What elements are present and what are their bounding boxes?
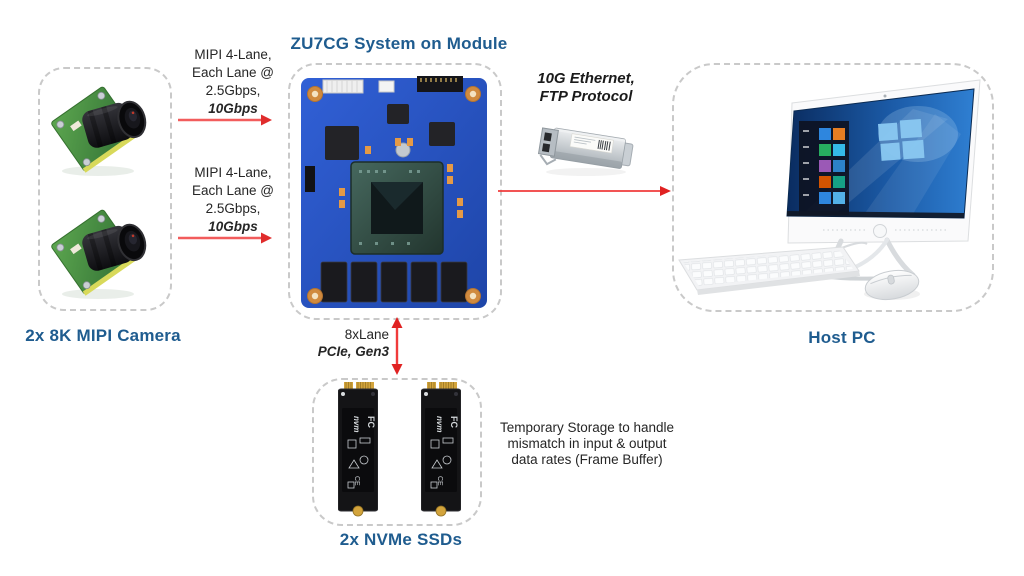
nvme-ssd-image-2 bbox=[421, 382, 461, 517]
note-line3: data rates (Frame Buffer) bbox=[511, 452, 663, 467]
nvme-box bbox=[312, 378, 482, 526]
pcie-double-arrow-icon bbox=[391, 317, 403, 375]
sfp-transceiver-image bbox=[536, 124, 635, 178]
frame-buffer-note: Temporary Storage to handle mismatch in … bbox=[492, 420, 682, 468]
mipi-camera-image-1 bbox=[49, 85, 151, 177]
camera-group-box bbox=[38, 67, 172, 311]
mipi-link-label-bottom: MIPI 4-Lane, Each Lane @ 2.5Gbps, 10Gbps bbox=[178, 164, 288, 236]
mipi-top-line3: 2.5Gbps, bbox=[205, 83, 261, 98]
som-node-title: ZU7CG System on Module bbox=[290, 34, 508, 53]
ethernet-line2: FTP Protocol bbox=[539, 88, 633, 105]
camera-node-label: 2x 8K MIPI Camera bbox=[25, 326, 181, 345]
pcie-link-label: 8xLane PCIe, Gen3 bbox=[299, 327, 389, 360]
ethernet-line1: 10G Ethernet, bbox=[537, 70, 635, 87]
host-node-label: Host PC bbox=[808, 328, 876, 347]
som-board-image bbox=[300, 75, 488, 309]
host-pc-image bbox=[673, 64, 989, 307]
mipi-top-line1: MIPI 4-Lane, bbox=[194, 47, 272, 62]
mipi-bottom-line2: Each Lane @ bbox=[191, 183, 274, 198]
mipi-bottom-line3: 2.5Gbps, bbox=[205, 201, 261, 216]
mipi-top-line4: 10Gbps bbox=[208, 101, 258, 116]
mipi-link-label-top: MIPI 4-Lane, Each Lane @ 2.5Gbps, 10Gbps bbox=[178, 46, 288, 118]
nvme-node-label: 2x NVMe SSDs bbox=[339, 530, 463, 549]
nvme-ssd-image-1 bbox=[338, 382, 378, 517]
pcie-line1: 8xLane bbox=[344, 327, 389, 342]
note-line2: mismatch in input & output bbox=[507, 436, 667, 451]
host-pc-box bbox=[672, 63, 994, 312]
mipi-bottom-line1: MIPI 4-Lane, bbox=[194, 165, 272, 180]
mipi-camera-image-2 bbox=[49, 208, 151, 300]
mipi-top-line2: Each Lane @ bbox=[191, 65, 274, 80]
pcie-line2: PCIe, Gen3 bbox=[317, 343, 389, 359]
mipi-bottom-line4: 10Gbps bbox=[208, 219, 258, 234]
ethernet-arrow-icon bbox=[498, 186, 671, 196]
note-line1: Temporary Storage to handle bbox=[499, 420, 675, 435]
ethernet-link-label: 10G Ethernet, FTP Protocol bbox=[506, 70, 666, 106]
